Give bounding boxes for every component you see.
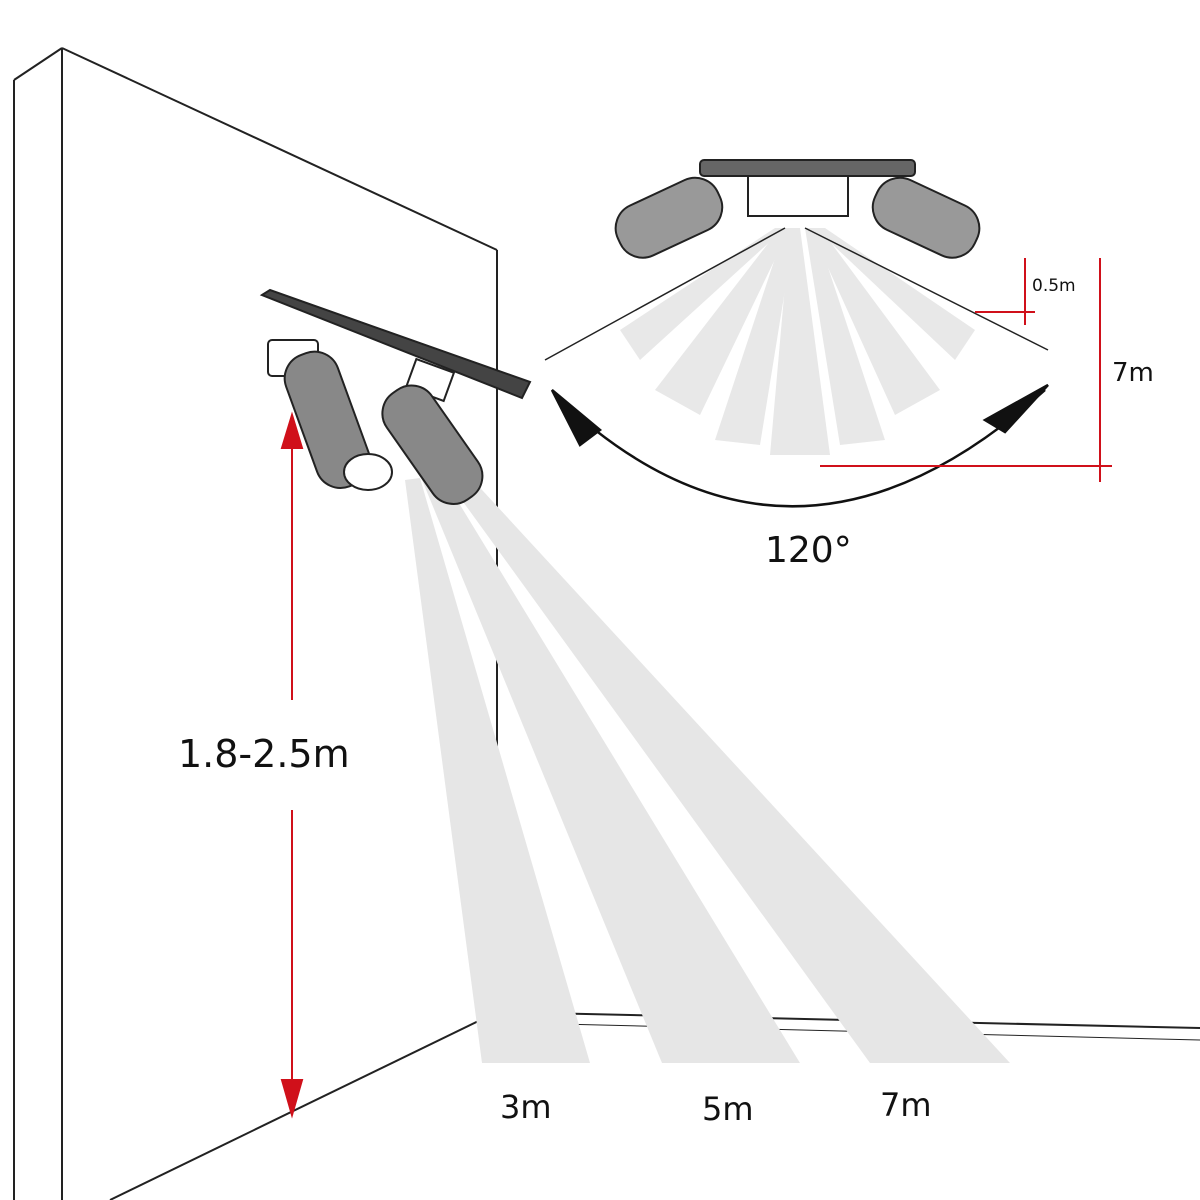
distance-7m-label: 7m (880, 1086, 932, 1124)
side-light-beams (405, 466, 1010, 1063)
height-label: 1.8-2.5m (178, 732, 350, 776)
distance-3m-label: 3m (500, 1088, 552, 1126)
wall (13, 47, 1200, 1200)
beam-5m (420, 472, 800, 1063)
beam-3m (405, 478, 590, 1063)
top-lamp-illustration (544, 159, 1049, 361)
height-arrow-up-icon (280, 411, 304, 449)
beam-7m (440, 466, 1010, 1063)
side-lamp-illustration (259, 288, 532, 505)
offset-label: 0.5m (1032, 276, 1076, 296)
dimension-lines (280, 258, 1112, 1119)
distance-5m-label: 5m (702, 1090, 754, 1128)
depth-label: 7m (1112, 358, 1154, 388)
angle-label: 120° (765, 530, 852, 571)
arc-arrowhead-right (982, 383, 1049, 434)
height-arrow-down-icon (280, 1079, 304, 1119)
angle-arc (550, 383, 1049, 508)
top-view-beams (620, 228, 975, 455)
arc-arrowhead-left (550, 389, 603, 447)
